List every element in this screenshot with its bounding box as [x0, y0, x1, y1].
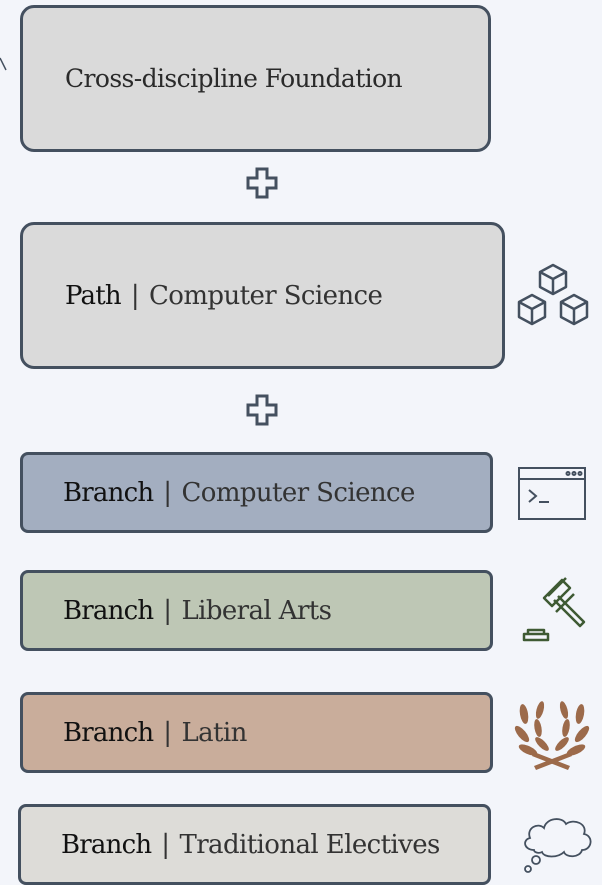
branch-separator: |	[161, 829, 170, 860]
thought-bubble-icon	[524, 818, 592, 873]
branch-name-label: Computer Science	[181, 477, 415, 508]
plus-icon	[246, 394, 278, 426]
branch-latin: Branch | Latin	[20, 692, 493, 773]
branch-kind-label: Branch	[63, 477, 154, 508]
branch-name-label: Traditional Electives	[179, 829, 440, 860]
plus-icon	[246, 167, 278, 199]
cubes-icon	[517, 263, 589, 326]
branch-liberal-arts: Branch | Liberal Arts	[20, 570, 493, 651]
path-box: Path | Computer Science	[20, 222, 505, 369]
branch-kind-label: Branch	[63, 717, 154, 748]
path-name-label: Computer Science	[149, 280, 383, 311]
path-separator: |	[130, 280, 140, 311]
branch-separator: |	[163, 477, 172, 508]
branch-traditional-electives: Branch | Traditional Electives	[18, 804, 491, 885]
path-kind-label: Path	[65, 280, 122, 311]
branch-kind-label: Branch	[61, 829, 152, 860]
branch-computer-science: Branch | Computer Science	[20, 452, 493, 533]
branch-separator: |	[163, 717, 172, 748]
terminal-window-icon	[518, 467, 586, 520]
edge-tick-mark	[0, 57, 7, 71]
laurel-wreath-icon	[514, 701, 590, 770]
branch-separator: |	[163, 595, 172, 626]
branch-kind-label: Branch	[63, 595, 154, 626]
branch-name-label: Liberal Arts	[181, 595, 332, 626]
branch-name-label: Latin	[181, 717, 247, 748]
foundation-label: Cross-discipline Foundation	[65, 64, 403, 93]
foundation-box: Cross-discipline Foundation	[20, 5, 491, 152]
gavel-icon	[522, 577, 586, 642]
